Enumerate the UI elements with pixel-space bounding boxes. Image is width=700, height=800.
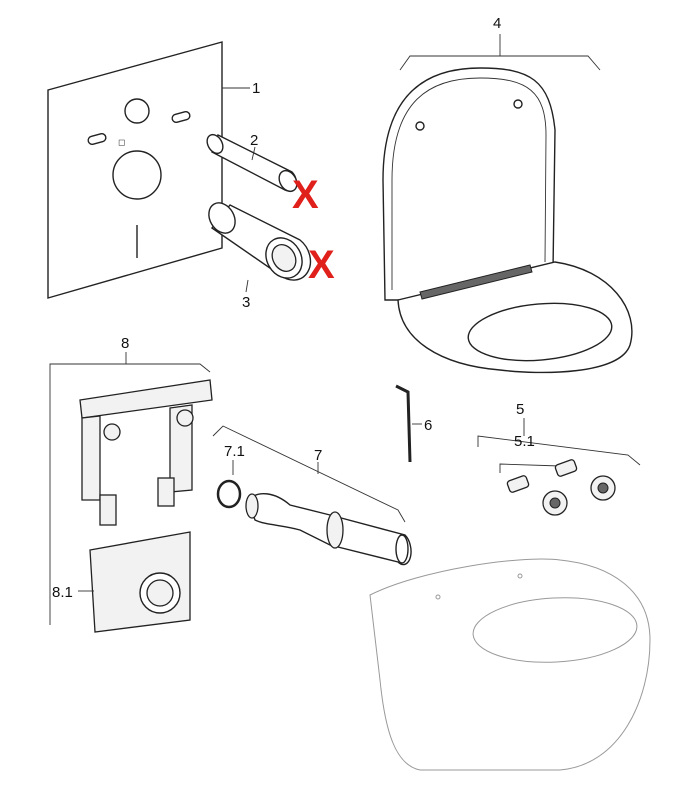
label-1: 1: [252, 80, 260, 97]
label-7-1: 7.1: [224, 443, 245, 460]
part-6-hex-key: [395, 384, 412, 463]
part-7-1-seal-ring: [216, 479, 242, 509]
part-3-large-pipe: [208, 202, 312, 281]
part-5-fixing-set: [506, 459, 616, 516]
label-3: 3: [242, 294, 250, 311]
part-2-pipe: [206, 133, 298, 193]
part-8-mounting-frame: [79, 379, 213, 526]
excluded-mark-part-3: X: [308, 243, 335, 287]
label-8: 8: [121, 335, 129, 352]
part-8-1-outlet-bracket: [89, 531, 191, 633]
part-4-seat-and-lid: [382, 67, 633, 374]
label-4: 4: [493, 15, 501, 32]
label-8-1: 8.1: [52, 584, 73, 601]
label-7: 7: [314, 447, 322, 464]
label-5: 5: [516, 401, 524, 418]
excluded-mark-part-2: X: [292, 173, 319, 217]
part-1-insulation-plate: ◻: [47, 41, 223, 299]
svg-text:◻: ◻: [118, 137, 125, 147]
label-5-1: 5.1: [514, 433, 535, 450]
toilet-bowl: [369, 558, 651, 771]
part-7-flush-bend: [245, 493, 412, 566]
label-2: 2: [250, 132, 258, 149]
label-6: 6: [424, 417, 432, 434]
